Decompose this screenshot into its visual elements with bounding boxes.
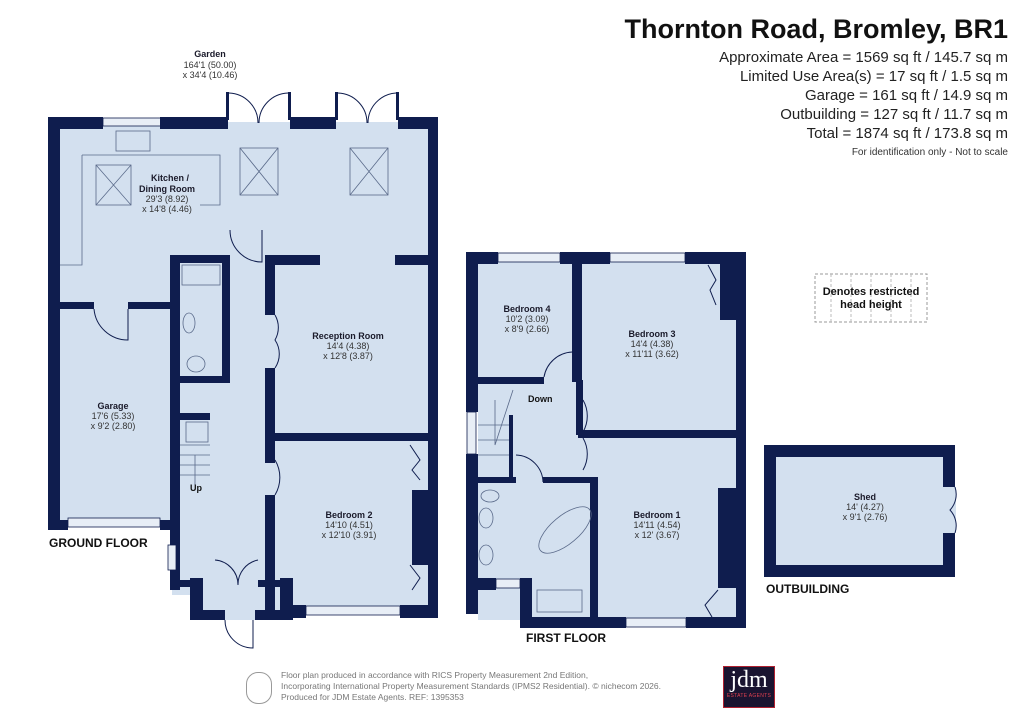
logo-subtext: ESTATE AGENTS <box>726 693 772 699</box>
first-floor-plan: Bedroom 4 10'2 (3.09) x 8'9 (2.66) Bedro… <box>466 252 746 645</box>
bedroom4-name: Bedroom 4 <box>503 304 550 314</box>
first-floor-label: FIRST FLOOR <box>526 631 606 645</box>
bedroom3-dim1: 14'4 (4.38) <box>631 339 674 349</box>
outbuilding-label: OUTBUILDING <box>766 582 849 596</box>
bedroom3-name: Bedroom 3 <box>628 329 675 339</box>
area-garage: Garage = 161 sq ft / 14.9 sq m <box>804 87 1008 104</box>
shed-dim2: x 9'1 (2.76) <box>843 512 888 522</box>
ground-floor-plan: Kitchen / Dining Room 29'3 (8.92) x 14'8… <box>48 92 438 649</box>
garage-name: Garage <box>97 401 128 411</box>
scale-note: For identification only - Not to scale <box>851 147 1008 158</box>
area-approximate: Approximate Area = 1569 sq ft / 145.7 sq… <box>719 49 1008 66</box>
garage-dim1: 17'6 (5.33) <box>92 411 135 421</box>
area-limited-use: Limited Use Area(s) = 17 sq ft / 1.5 sq … <box>739 68 1008 85</box>
footer-line2: Incorporating International Property Mea… <box>281 681 661 691</box>
logo-text: jdm <box>730 667 768 693</box>
reception-dim2: x 12'8 (3.87) <box>323 351 373 361</box>
stairs-down-label: Down <box>528 394 553 404</box>
jdm-logo: jdm ESTATE AGENTS <box>723 666 775 708</box>
outbuilding-plan: Shed 14' (4.27) x 9'1 (2.76) OUTBUILDING <box>764 445 957 596</box>
bedroom1-dim1: 14'11 (4.54) <box>633 520 680 530</box>
shed-name: Shed <box>854 492 876 502</box>
area-summary: Approximate Area = 1569 sq ft / 145.7 sq… <box>719 48 1008 159</box>
bedroom4-dim2: x 8'9 (2.66) <box>505 324 550 334</box>
legend-line1: Denotes restricted <box>823 286 920 298</box>
garage-dim2: x 9'2 (2.80) <box>91 421 136 431</box>
area-total: Total = 1874 sq ft / 173.8 sq m <box>806 125 1008 142</box>
legend-line2: head height <box>840 299 902 311</box>
person-icon <box>246 672 272 704</box>
stairs-up-label: Up <box>190 483 202 493</box>
area-outbuilding: Outbuilding = 127 sq ft / 11.7 sq m <box>780 106 1008 123</box>
bedroom3-dim2: x 11'11 (3.62) <box>625 349 678 359</box>
property-title: Thornton Road, Bromley, BR1 <box>624 14 1008 44</box>
bedroom1-name: Bedroom 1 <box>633 510 680 520</box>
footer-line1: Floor plan produced in accordance with R… <box>281 670 589 680</box>
bedroom2-dim1: 14'10 (4.51) <box>325 520 373 530</box>
kitchen-dim1: 29'3 (8.92) <box>146 194 189 204</box>
bedroom1-dim2: x 12' (3.67) <box>635 530 680 540</box>
restricted-height-legend: Denotes restricted head height <box>814 273 928 323</box>
reception-dim1: 14'4 (4.38) <box>327 341 370 351</box>
footer-line3: Produced for JDM Estate Agents. REF: 139… <box>281 692 464 702</box>
bedroom4-dim1: 10'2 (3.09) <box>506 314 549 324</box>
garden-dim2: x 34'4 (10.46) <box>183 70 238 80</box>
garden-name: Garden <box>194 49 226 59</box>
shed-dim1: 14' (4.27) <box>846 502 884 512</box>
bedroom2-dim2: x 12'10 (3.91) <box>322 530 377 540</box>
kitchen-name-2: Dining Room <box>139 184 195 194</box>
garden-dim1: 164'1 (50.00) <box>184 60 237 70</box>
bedroom2-name: Bedroom 2 <box>325 510 372 520</box>
ground-floor-label: GROUND FLOOR <box>49 536 148 550</box>
kitchen-dim2: x 14'8 (4.46) <box>142 204 192 214</box>
kitchen-name: Kitchen / <box>151 173 190 183</box>
reception-name: Reception Room <box>312 331 384 341</box>
